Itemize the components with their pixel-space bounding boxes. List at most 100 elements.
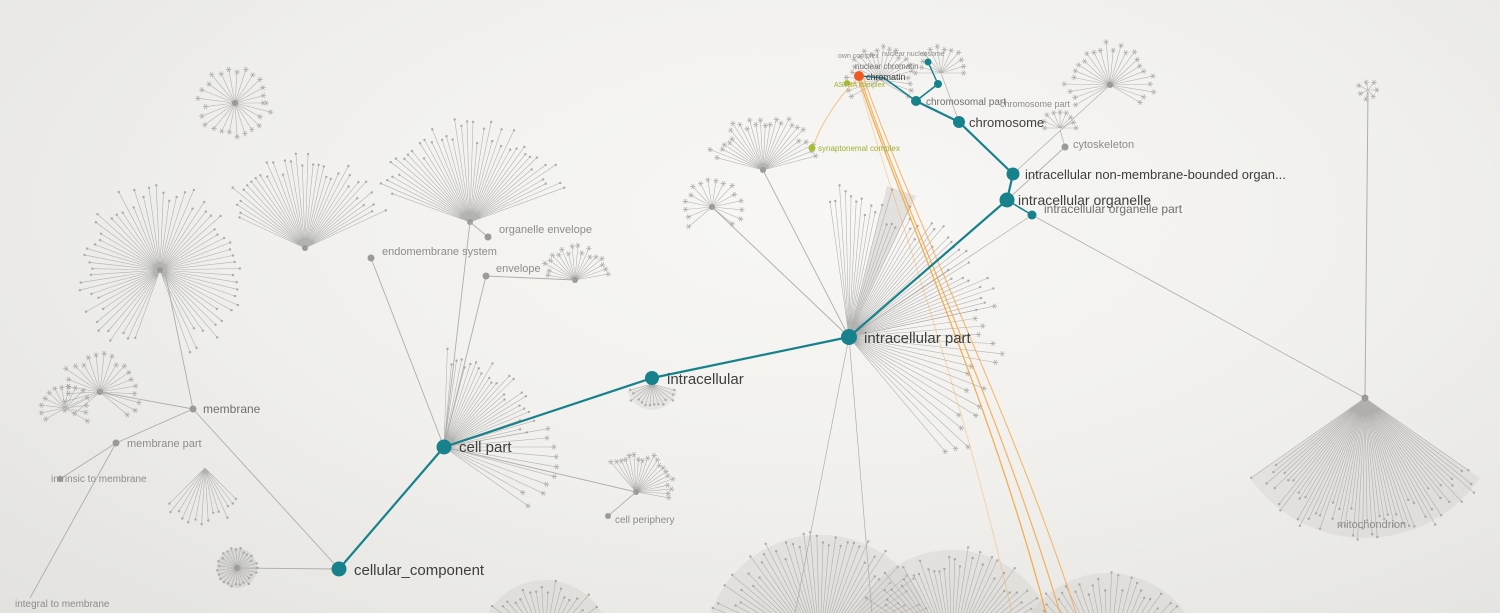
cluster-hub-node[interactable] xyxy=(157,267,163,273)
cluster-spokes xyxy=(630,383,675,406)
label-intrinsic-to-membrane: intrinsic to membrane xyxy=(51,474,147,485)
label-chromosome-part: chromosome part xyxy=(1000,99,1071,109)
orange-edge-3 xyxy=(857,78,1013,613)
cluster-hub-node[interactable] xyxy=(232,100,238,106)
cluster-cell-part-arc xyxy=(443,426,560,509)
cluster-tips xyxy=(912,43,967,76)
node-intracellular-organelle[interactable] xyxy=(999,192,1015,208)
label-intracellular: intracellular xyxy=(667,371,744,388)
label-intracellular-organelle-part: intracellular organelle part xyxy=(1044,202,1183,216)
label-cellular-component: cellular_component xyxy=(354,562,485,579)
label-astra-complex: ASTRA complex xyxy=(834,82,885,89)
node-cytoskeleton[interactable] xyxy=(1061,143,1069,151)
cluster-tips xyxy=(78,184,242,354)
node-cell-periphery[interactable] xyxy=(605,513,611,519)
node-astra-complex[interactable] xyxy=(844,80,850,86)
layer-teal xyxy=(337,61,1033,571)
node-chromatin-subnode-a[interactable] xyxy=(934,80,942,88)
gray-edge xyxy=(59,442,117,480)
teal-edge xyxy=(847,198,1009,339)
teal-edge xyxy=(650,335,851,380)
teal-edge xyxy=(337,445,446,571)
label-chromosome: chromosome xyxy=(969,115,1044,130)
label-intracellular-organelle: intracellular organelle xyxy=(1018,192,1151,208)
gray-edge xyxy=(469,221,489,238)
label-membrane-part: membrane part xyxy=(127,438,202,450)
cluster-tips xyxy=(379,118,566,195)
gray-edge xyxy=(443,221,471,448)
cluster-spokes xyxy=(443,428,557,507)
node-intracellular-part[interactable] xyxy=(841,329,857,345)
cluster-tips xyxy=(38,383,91,424)
gray-edge xyxy=(115,408,194,444)
orange-edge-4 xyxy=(812,79,857,148)
label-intracellular-part: intracellular part xyxy=(864,330,972,347)
cluster-spokes xyxy=(544,245,609,281)
cluster-spokes xyxy=(1044,112,1077,129)
cluster-tips xyxy=(520,426,560,509)
cluster-upper-mid-fan xyxy=(707,116,819,173)
node-chromosomal-part[interactable] xyxy=(911,96,921,106)
gray-edge xyxy=(762,169,850,338)
gray-edge xyxy=(99,391,194,410)
cluster-tips xyxy=(707,116,819,161)
cluster-hub-node[interactable] xyxy=(302,245,308,251)
cluster-tips xyxy=(231,152,388,219)
layer-nodes xyxy=(57,58,1369,577)
cluster-bottom-fan-d xyxy=(488,579,602,613)
cluster-spokes xyxy=(685,179,742,227)
cluster-tips xyxy=(1043,571,1179,613)
gray-edge xyxy=(443,275,487,448)
node-chromatin-subnode-b[interactable] xyxy=(924,58,932,66)
gray-edge xyxy=(1006,146,1066,201)
label-chromosomal-part: chromosomal part xyxy=(926,97,1006,108)
node-chromatin[interactable] xyxy=(854,71,864,81)
node-mitochondrion-hub[interactable] xyxy=(1361,394,1369,402)
cluster-tips xyxy=(446,347,536,434)
node-membrane-part[interactable] xyxy=(112,439,120,447)
gray-edge xyxy=(848,336,873,613)
cluster-fill xyxy=(855,550,1049,613)
cluster-tips xyxy=(682,177,745,230)
node-membrane[interactable] xyxy=(189,405,197,413)
cluster-tips xyxy=(942,303,1006,455)
label-mitochondrion: mitochondrion xyxy=(1337,519,1406,531)
node-intracellular-organelle-part[interactable] xyxy=(1027,210,1037,220)
cluster-tips xyxy=(1356,79,1380,102)
node-intracellular[interactable] xyxy=(645,371,659,385)
cluster-fill xyxy=(711,534,929,613)
node-synaptonemal-complex[interactable] xyxy=(808,144,816,152)
cluster-spokes xyxy=(712,532,927,613)
cluster-spokes xyxy=(232,153,386,249)
label-nuclear-nucleosome: nuclear nucleosome xyxy=(882,51,945,58)
cluster-spokes xyxy=(380,119,565,223)
orange-edge-2 xyxy=(863,78,1077,613)
layer-clusters xyxy=(38,39,1480,613)
cluster-spokes xyxy=(610,454,674,499)
teal-edge xyxy=(883,77,917,102)
node-intracellular-non-membrane-bounded-organelle[interactable] xyxy=(1006,167,1020,181)
node-endomembrane-system[interactable] xyxy=(367,254,375,262)
cluster-below-membrane-fan xyxy=(168,467,238,526)
layer-grayEdges xyxy=(29,72,1369,613)
node-cell-part[interactable] xyxy=(436,439,452,455)
node-intrinsic-to-membrane[interactable] xyxy=(57,476,63,482)
cluster-tips xyxy=(1061,39,1157,108)
cluster-top-left-burst xyxy=(195,66,274,140)
node-organelle-envelope[interactable] xyxy=(484,233,492,241)
node-envelope[interactable] xyxy=(482,272,490,280)
teal-edge xyxy=(914,99,961,124)
cluster-spokes xyxy=(197,69,271,137)
cluster-fill xyxy=(488,580,602,613)
cluster-tips xyxy=(1249,463,1476,541)
gray-edge xyxy=(848,214,1033,338)
cluster-spokes xyxy=(1064,41,1154,106)
cluster-left-mid-burst xyxy=(61,350,142,418)
cluster-tips xyxy=(542,242,612,278)
cluster-nucleosome-burst xyxy=(912,43,967,76)
node-cellular-component[interactable] xyxy=(331,561,347,577)
node-chromosome[interactable] xyxy=(953,116,965,128)
